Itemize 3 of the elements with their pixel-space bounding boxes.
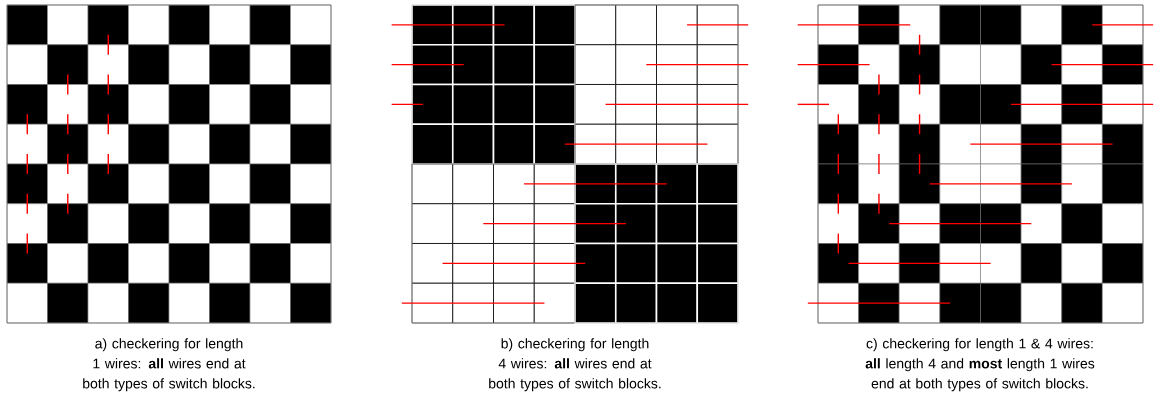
caption: a) checkering for length 1 wires: all wires end at both types of switch blocks. xyxy=(83,338,255,392)
caption: b) checkering for length 4 wires: all wires end at both types of switch blocks. xyxy=(489,338,661,392)
caption: c) checkering for length 1 & 4 wires: all length 4 and most length 1 wires end at both types of switch blocks. xyxy=(865,338,1095,392)
